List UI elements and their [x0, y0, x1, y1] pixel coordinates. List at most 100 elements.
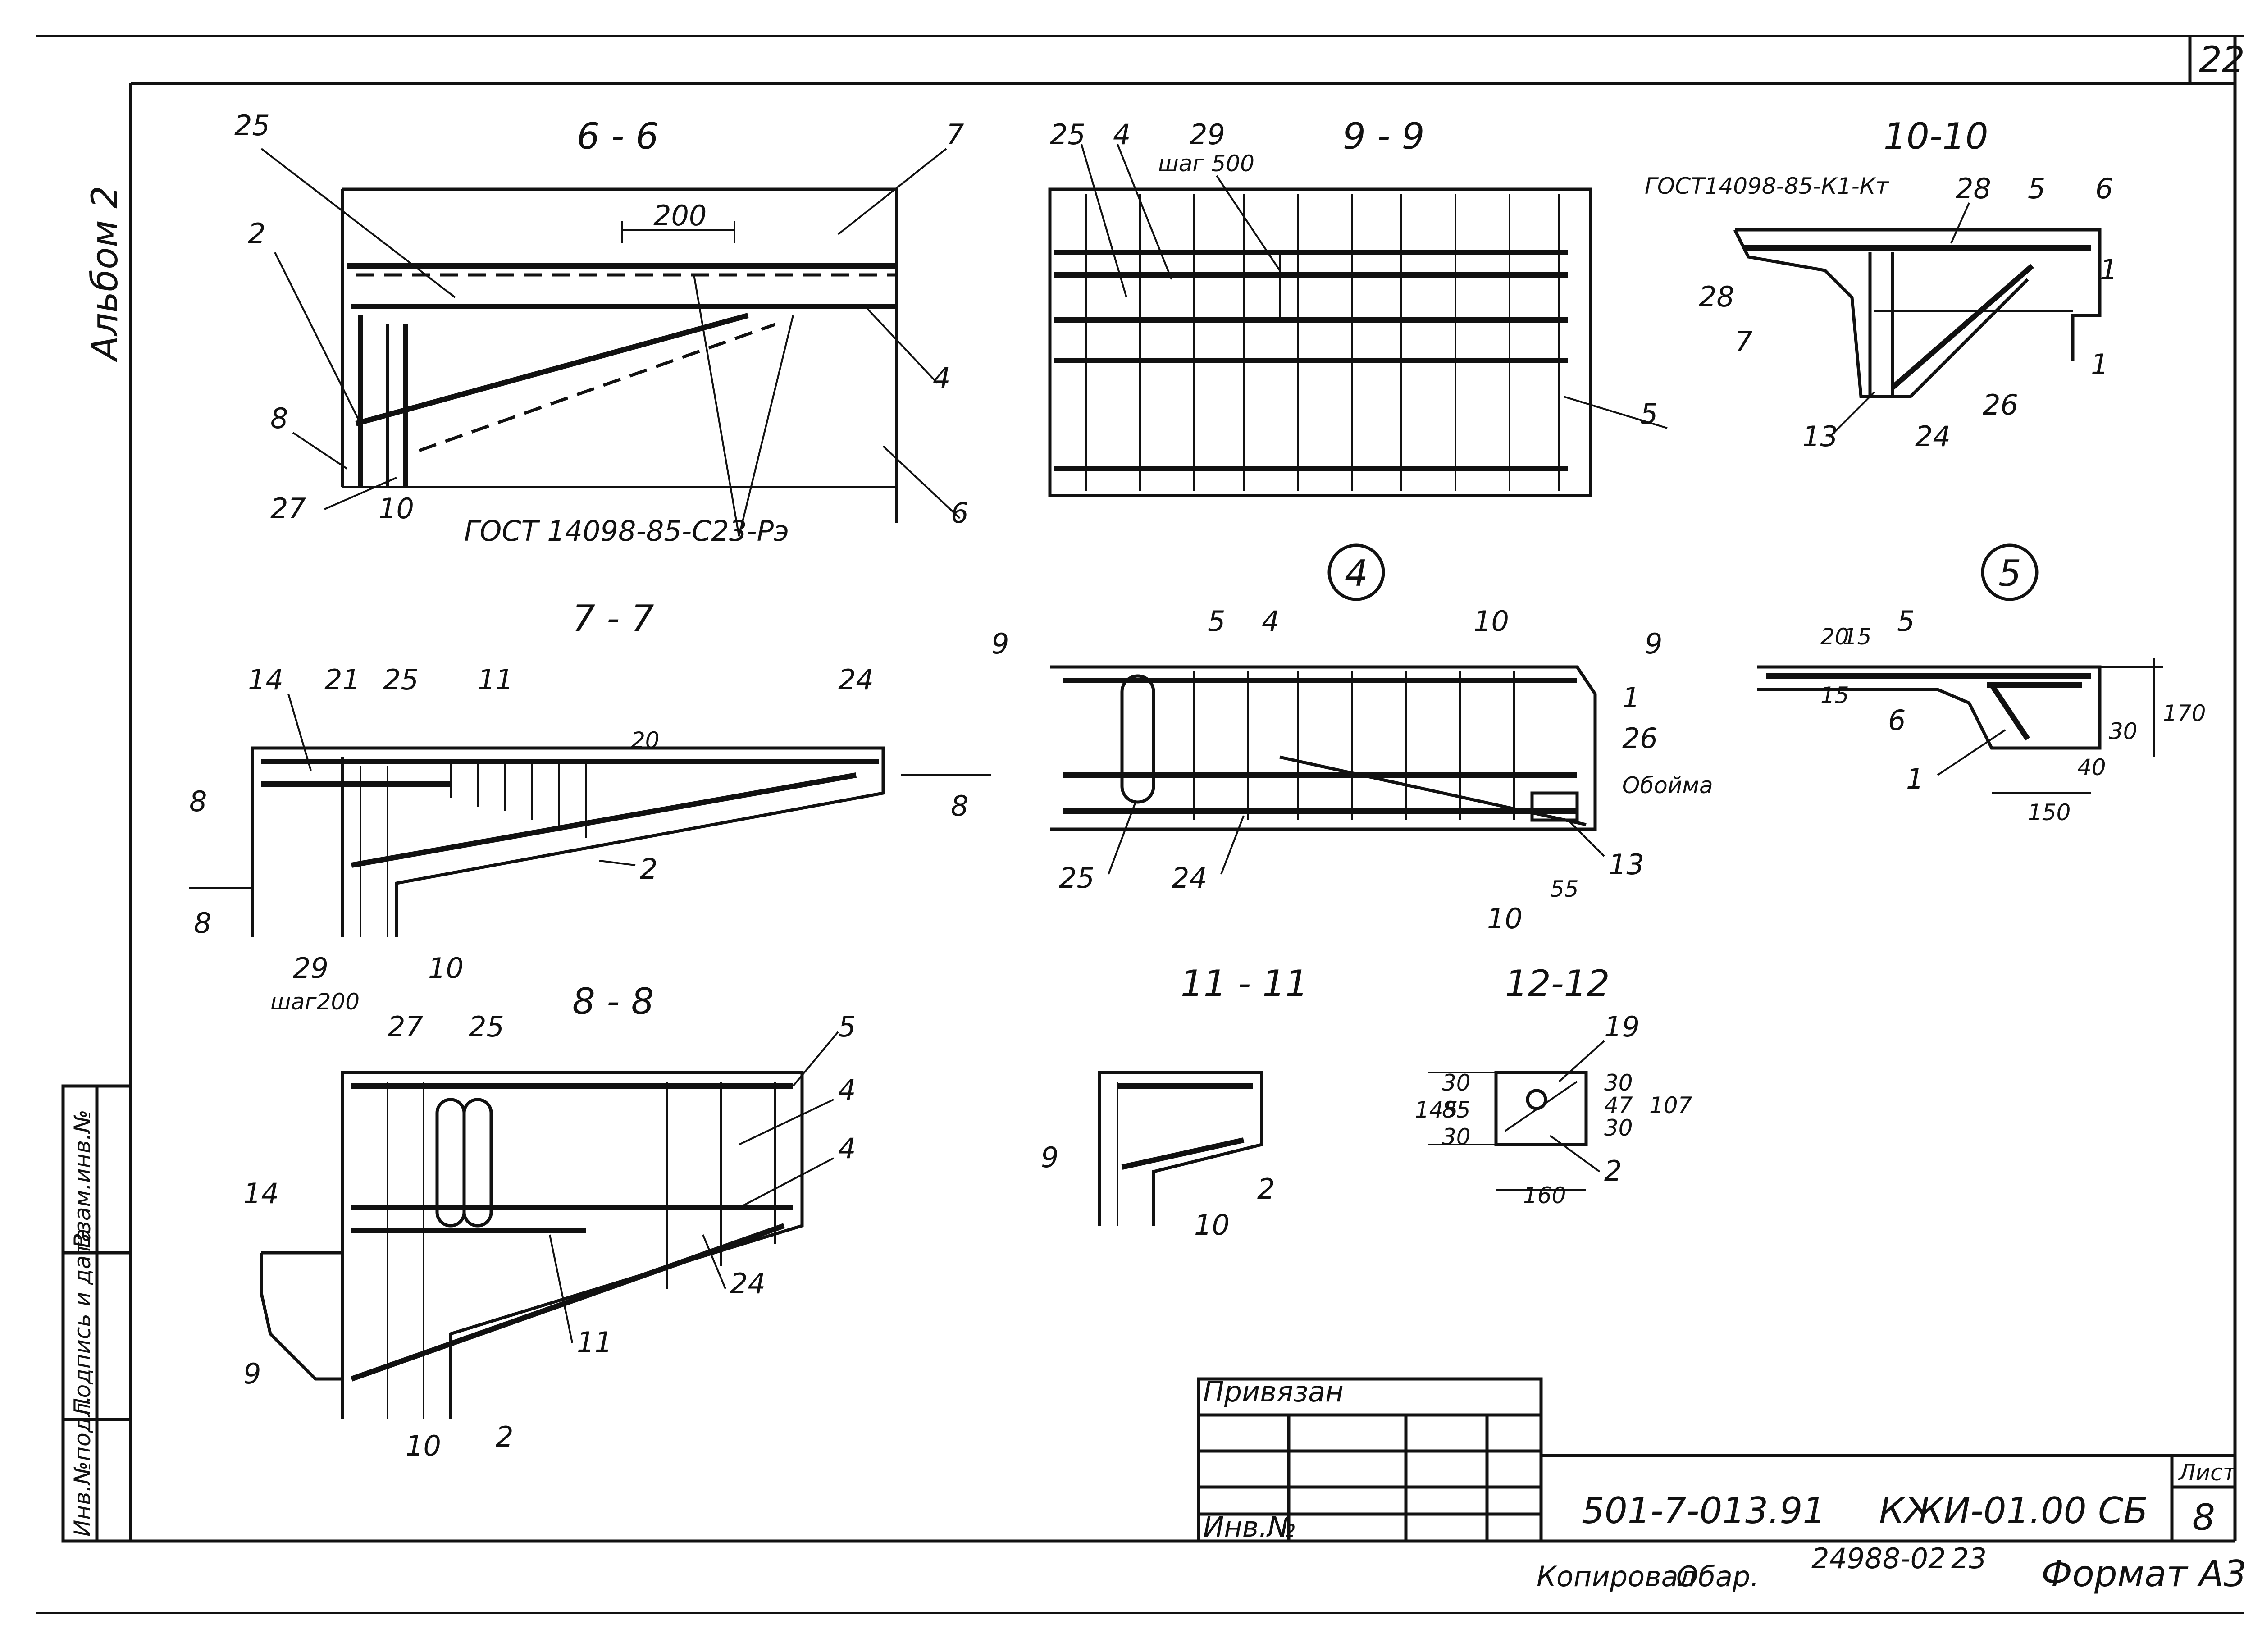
callout-2: 2	[640, 853, 657, 885]
section-7-7-dim: 20	[631, 727, 660, 753]
section-12-12-title: 12-12	[1505, 963, 1610, 1004]
callout-24: 24	[1172, 862, 1207, 894]
callout-11: 11	[478, 663, 513, 696]
node-5-dim-170: 170	[2163, 700, 2206, 726]
callout-28-left: 28	[1699, 280, 1734, 313]
title-block-list-label: Лист	[2178, 1460, 2237, 1486]
section-6-6: 6 - 6 200 25 2 7 4 8 27 10 6 ГОСТ 14098-…	[234, 109, 968, 548]
callout-26: 26	[1983, 388, 2018, 421]
callout-2: 2	[248, 217, 265, 250]
dim-30-d: 30	[1604, 1115, 1633, 1141]
section-9-9-step: шаг 500	[1158, 151, 1254, 177]
dim-145: 145	[1415, 1097, 1458, 1123]
order-sheet: 23	[1951, 1542, 1987, 1575]
callout-9: 9	[1041, 1141, 1058, 1174]
callout-25: 25	[234, 109, 270, 142]
callout-6: 6	[2095, 172, 2113, 205]
section-9-9-title: 9 - 9	[1343, 115, 1425, 157]
callout-7: 7	[1735, 325, 1752, 358]
section-mark-8-right: 8	[951, 789, 968, 822]
dim-160: 160	[1523, 1182, 1566, 1209]
format-label: Формат А3	[2041, 1553, 2247, 1595]
order-number: 24988-02	[1811, 1542, 1946, 1575]
section-10-10-title: 10-10	[1884, 115, 1988, 157]
section-9-9: 9 - 9 25 4 29 шаг 500 5	[1048, 115, 1668, 497]
callout-1-top: 1	[2100, 253, 2117, 286]
section-10-10-gost: ГОСТ14098-85-К1-Кт	[1645, 173, 1889, 199]
section-6-6-dim: 200	[653, 199, 707, 232]
node-5-dim-40: 40	[2077, 754, 2106, 780]
section-mark-10-bottom: 10	[1487, 902, 1523, 935]
callout-10: 10	[406, 1429, 441, 1462]
dim-85: 85	[1442, 1097, 1471, 1123]
callout-25: 25	[383, 663, 419, 696]
section-12-12: 12-12 145 30 85 30 30 47 30 107 160 19 2	[1415, 963, 1692, 1209]
callout-5: 5	[1640, 397, 1658, 430]
callout-10: 10	[1194, 1209, 1230, 1241]
callout-11: 11	[577, 1326, 612, 1359]
callout-5: 5	[838, 1010, 856, 1043]
callout-14: 14	[248, 663, 283, 696]
side-stamp: Инв.№подл. Подпись и дата Взам.инв.№	[61, 1084, 132, 1543]
side-stamp-sign-date: Подпись и дата	[69, 1228, 96, 1415]
node-5-dim-15-top: 15	[1843, 624, 1872, 650]
callout-24: 24	[838, 663, 874, 696]
node-5-dim-20: 20	[1820, 624, 1849, 650]
album-label: Альбом 2	[84, 186, 126, 363]
node-4-dim: 55	[1550, 876, 1579, 902]
node-4: 4 9 5 4 10 9 1 26 Обойма 25 24 13 10 55	[991, 543, 1713, 935]
section-6-6-gost: ГОСТ 14098-85-С23-Рэ	[464, 515, 789, 548]
title-block: Привязан Инв.№ 501-7-013.91 КЖИ-01.00 СБ…	[1197, 1375, 2247, 1595]
sheet-top-number: 22	[2199, 39, 2245, 81]
callout-29: 29	[293, 952, 328, 985]
callout-24: 24	[1915, 420, 1951, 453]
node-5-dim-15-left: 15	[1820, 682, 1849, 708]
section-mark-10-top: 10	[1473, 605, 1509, 638]
callout-13: 13	[1609, 848, 1644, 881]
callout-1: 1	[1622, 681, 1640, 714]
callout-1-bottom: 1	[2091, 348, 2108, 381]
title-block-privyazan: Привязан	[1203, 1375, 1344, 1408]
section-mark-8-left: 8	[194, 907, 211, 940]
callout-5: 5	[1208, 605, 1225, 638]
section-11-11-title: 11 - 11	[1181, 963, 1308, 1004]
callout-7: 7	[946, 118, 964, 151]
callout-13: 13	[1802, 420, 1838, 453]
dim-107: 107	[1649, 1092, 1692, 1118]
callout-8: 8	[189, 785, 207, 818]
callout-9: 9	[243, 1357, 261, 1390]
title-block-doc-code: 501-7-013.91	[1582, 1490, 1825, 1532]
section-7-7-title: 7 - 7	[572, 598, 654, 639]
section-10-10: 10-10 ГОСТ14098-85-К1-Кт 28 5 6 28 7 1 1…	[1645, 115, 2117, 453]
callout-25: 25	[469, 1010, 504, 1043]
node-5-mark: 5	[1998, 552, 2021, 594]
callout-25: 25	[1059, 862, 1095, 894]
callout-10: 10	[379, 492, 414, 525]
callout-26: 26	[1622, 722, 1658, 755]
section-mark-9-left: 9	[991, 627, 1009, 660]
section-11-11: 11 - 11 9 2 10	[1041, 963, 1308, 1241]
section-8-8-title: 8 - 8	[572, 981, 654, 1022]
title-block-mark-code: КЖИ-01.00 СБ	[1879, 1490, 2148, 1532]
callout-19: 19	[1604, 1010, 1640, 1043]
node-5: 5 20 15 15 170 30 40 150 5 6 1	[1757, 543, 2206, 826]
callout-6: 6	[951, 497, 968, 529]
callout-29: 29	[1190, 118, 1225, 151]
callout-2: 2	[496, 1420, 513, 1453]
node-4-obojma: Обойма	[1622, 772, 1713, 799]
dim-30-a: 30	[1442, 1070, 1471, 1096]
callout-2: 2	[1257, 1173, 1275, 1205]
copied-label: Копировал	[1537, 1560, 1696, 1593]
node-4-mark: 4	[1345, 552, 1368, 594]
node-5-dim-150: 150	[2028, 799, 2071, 826]
callout-24: 24	[730, 1267, 766, 1300]
callout-5: 5	[1897, 605, 1915, 638]
callout-27: 27	[388, 1010, 423, 1043]
title-block-inv: Инв.№	[1203, 1511, 1297, 1543]
side-stamp-inv-podl: Инв.№подл.	[69, 1396, 96, 1537]
node-5-dim-30: 30	[2109, 718, 2138, 744]
section-8-8: 8 - 8 27 25 5 4 4 14 24 11 9 10 2	[243, 981, 856, 1462]
callout-28: 28	[1956, 172, 1991, 205]
